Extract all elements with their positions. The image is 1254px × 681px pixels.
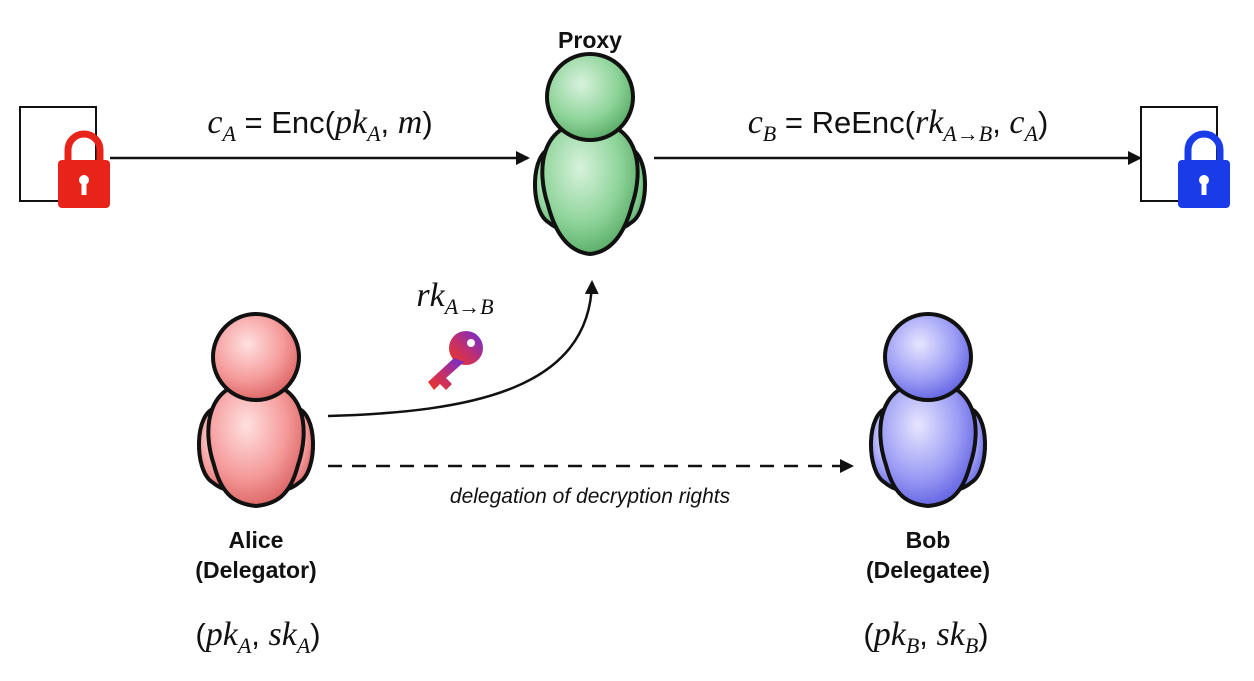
rekey-label: rkA→B (416, 277, 493, 319)
alice-person-icon (196, 312, 316, 509)
alice-keypair: (pkA, skA) (195, 616, 320, 658)
reencrypted-document-locked (1140, 106, 1230, 208)
proxy-label: Proxy (558, 27, 622, 53)
key-icon (428, 331, 483, 390)
reenc-formula: cB = ReEnc(rkA→B, cA) (748, 104, 1049, 146)
bob-keypair: (pkB, skB) (863, 616, 988, 658)
bob-role-label: (Delegatee) (866, 557, 990, 583)
padlock-icon (1178, 130, 1230, 208)
padlock-icon (58, 130, 110, 208)
plaintext-document-locked (19, 106, 110, 208)
bob-label: Bob (906, 527, 951, 553)
rekey-arrow (327, 280, 599, 418)
enc-formula: cA = Enc(pkA, m) (207, 104, 432, 146)
delegation-caption: delegation of decryption rights (450, 485, 731, 508)
proxy-person-icon (532, 52, 648, 257)
alice-label: Alice (229, 527, 284, 553)
alice-role-label: (Delegator) (195, 557, 316, 583)
bob-person-icon (868, 312, 988, 509)
